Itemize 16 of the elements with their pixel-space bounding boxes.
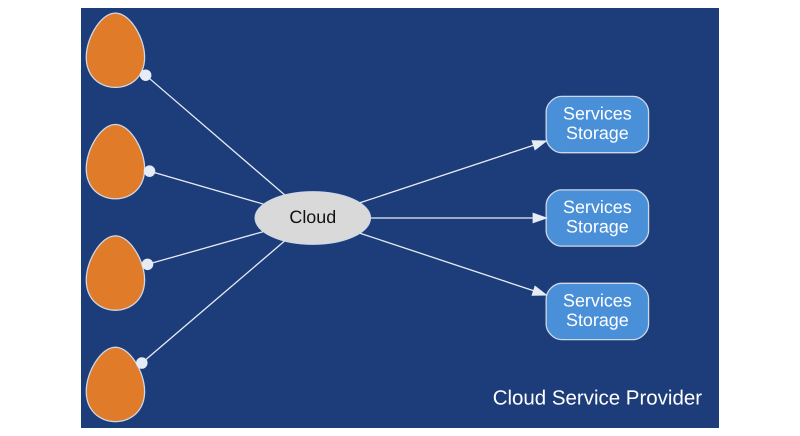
connector <box>142 231 264 270</box>
arrow <box>360 232 548 296</box>
connector <box>144 165 264 205</box>
node-box: Services Storage <box>546 96 650 154</box>
connector <box>136 240 285 369</box>
node-person <box>86 346 146 422</box>
node-person <box>86 235 146 311</box>
node-ellipse: Cloud <box>254 191 372 245</box>
node-box: Services Storage <box>546 189 650 247</box>
label: Cloud Service Provider <box>492 386 702 410</box>
arrow <box>360 140 548 204</box>
node-person <box>86 124 146 200</box>
node-person <box>86 12 146 88</box>
node-box: Services Storage <box>546 282 650 340</box>
connector <box>140 69 286 196</box>
arrow <box>370 212 548 224</box>
